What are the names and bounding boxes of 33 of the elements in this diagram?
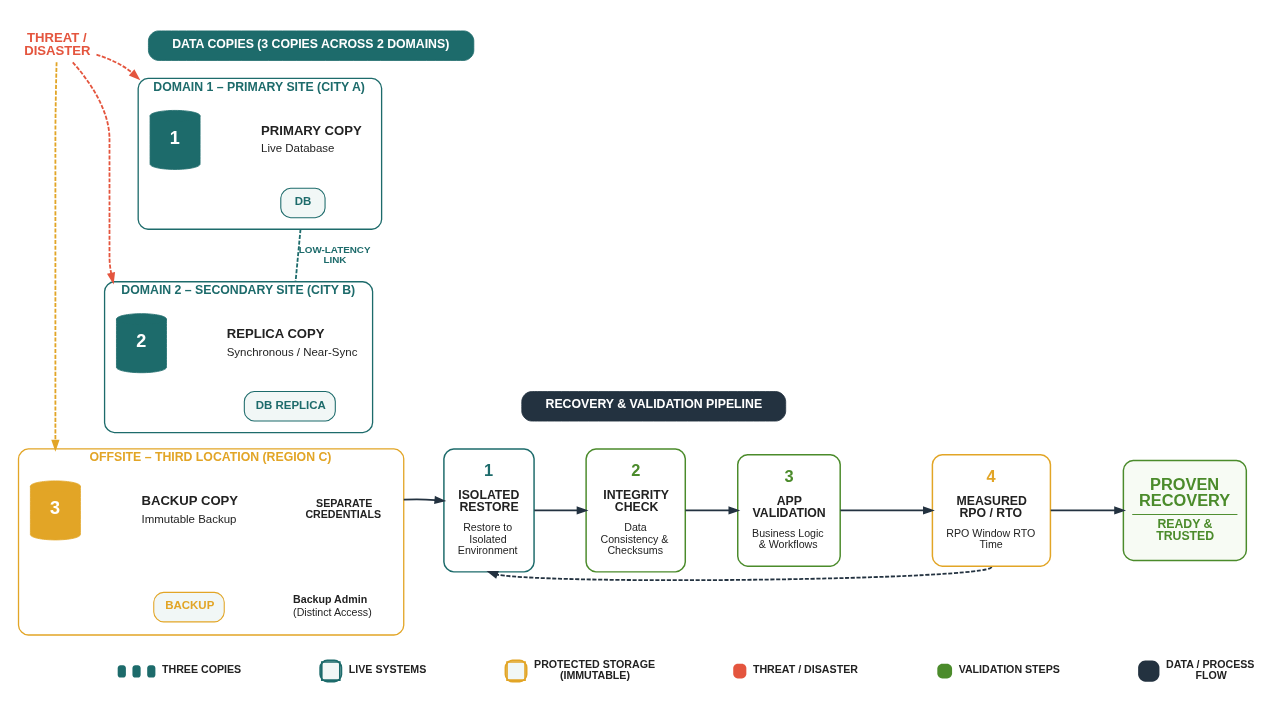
arrow — [51, 61, 60, 452]
arrow — [402, 495, 447, 505]
node-text: PRIMARY COPY Live Database — [261, 122, 362, 155]
node-box: DB REPLICA — [243, 391, 336, 422]
arrow — [533, 506, 589, 515]
legend-label: DATA / PROCESS FLOW — [1166, 658, 1255, 681]
arrow — [486, 566, 993, 582]
legend-label: THREAT / DISASTER — [752, 663, 858, 676]
arrow — [684, 506, 741, 515]
edge-label: LOW-LATENCY LINK — [298, 243, 371, 265]
node-box: 4 MEASURED RPO / RTO RPO Window RTO Time — [931, 453, 1052, 567]
legend-label: THREE COPIES — [161, 663, 242, 676]
arrow — [95, 53, 141, 81]
node-box: 2 INTEGRITY CHECK Data Consistency & Checksums — [585, 448, 686, 573]
node-text: Backup Admin (Distinct Access) — [293, 592, 372, 619]
node-box: 3 APP VALIDATION Business Logic & Workflows — [737, 453, 841, 567]
legend-label: VALIDATION STEPS — [958, 663, 1060, 676]
arrow — [1049, 506, 1127, 515]
node-box: RECOVERY & VALIDATION PIPELINE — [521, 391, 787, 422]
node-box: 1 ISOLATED RESTORE Restore to Isolated Environment — [443, 448, 535, 573]
node-box: PROVEN RECOVERY READY & TRUSTED — [1122, 459, 1248, 562]
legend-label: PROTECTED STORAGE (IMMUTABLE) — [534, 658, 656, 681]
node-text: SEPARATE CREDENTIALS — [305, 497, 382, 521]
connector — [294, 228, 302, 283]
node-box: BACKUP — [153, 591, 225, 623]
node-box: DATA COPIES (3 COPIES ACROSS 2 DOMAINS) — [148, 30, 475, 61]
node-box: DB — [280, 187, 326, 219]
node-text: REPLICA COPY Synchronous / Near-Sync — [226, 326, 358, 358]
node-text: BACKUP COPY Immutable Backup — [141, 493, 239, 525]
legend-label: LIVE SYSTEMS — [348, 663, 427, 676]
arrow — [839, 506, 935, 515]
node-text: THREAT / DISASTER — [24, 30, 91, 59]
arrow — [71, 61, 116, 285]
